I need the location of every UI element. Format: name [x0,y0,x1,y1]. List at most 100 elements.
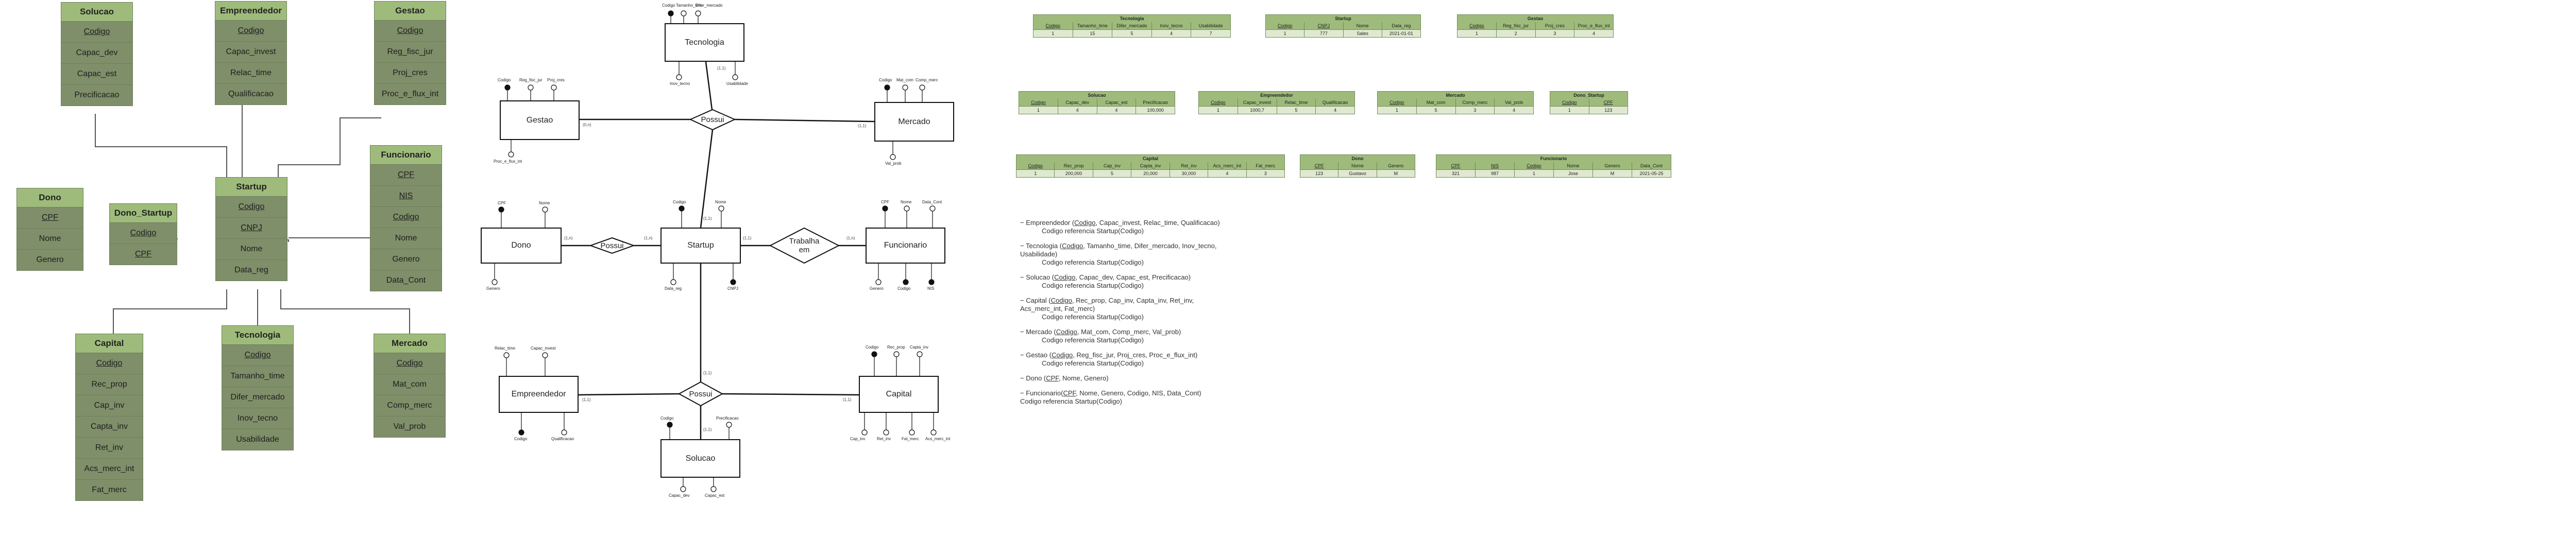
er-attribute-label: Nome [715,200,726,204]
table-field: Codigo [215,21,286,42]
er-attribute-label: Capac_dev [669,493,690,498]
table-field: Inov_tecno [222,408,293,429]
schema-note: − Capital (Codigo, Rec_prop, Cap_inv, Ca… [1020,297,1194,321]
table-cell: 15 [1073,30,1113,37]
column-header: Codigo [1033,22,1073,29]
table-field: Ret_inv [76,438,143,459]
er-attribute-label: Proc_e_flux_int [494,159,522,164]
table-cell: 1 [1550,107,1589,114]
table-cell: M [1593,170,1632,177]
table-field: Capta_inv [76,416,143,438]
table-cell: Gustavo [1338,170,1377,177]
table-cell: 1 [1266,30,1305,37]
sample-table-title: Tecnologia [1033,15,1230,22]
column-header: Codigo [1266,22,1305,29]
table-field: Capac_invest [215,42,286,63]
er-cardinality: (1,1) [703,427,712,432]
table-cell: 1 [1515,170,1554,177]
er-entity-empreendedor: Empreendedor [499,376,579,413]
table-title: Gestao [375,2,446,21]
column-header: Qualificacao [1322,100,1348,105]
table-cell: 2021-01-01 [1389,31,1413,36]
column-header: Capac_dev [1058,99,1097,106]
sample-table-title: Capital [1016,155,1284,162]
table-cell: Jose [1554,170,1593,177]
er-attribute-label: Codigo [673,200,686,204]
table-cell: 1 [1016,170,1055,177]
table-field: Capac_est [61,64,132,85]
column-header: Capta_inv [1131,162,1170,169]
er-attribute-label: Ret_inv [877,437,891,441]
table-title: Empreendedor [215,2,286,21]
er-attribute-label: Difer_mercado [696,3,723,8]
table-cell: 5 [1277,107,1316,114]
table-field: Mat_com [374,374,445,395]
er-attribute-label: Precificacao [716,416,739,421]
table-field: Genero [370,249,442,270]
table-field: Data_reg [234,266,268,274]
table-cell: 4 [1058,107,1097,114]
sample-table-title: Gestao [1458,15,1613,22]
er-relationship-trabalha-em: Trabalha em [789,237,820,254]
column-header: Codigo [1378,99,1417,106]
schema-note: − Mercado (Codigo, Mat_com, Comp_merc, V… [1020,328,1181,344]
er-attribute-label: Val_prob [885,161,902,166]
sample-table-title: Startup [1266,15,1420,22]
column-header: NIS [1476,162,1515,169]
table-field: Cap_inv [76,395,143,416]
column-header: Inov_tecno [1152,22,1192,29]
er-entity-funcionario: Funcionario [866,228,945,264]
column-header: Codigo [1199,99,1238,106]
table-field: Qualificacao [228,90,274,98]
schema-note: − Dono (CPF, Nome, Genero) [1020,374,1109,382]
table-mercado: Mercado Codigo Mat_com Comp_merc Val_pro… [374,334,446,438]
er-attribute-label: Codigo [879,78,892,82]
er-attribute-label: Rec_prop [887,345,905,350]
column-header: CPF [1300,162,1339,169]
er-cardinality: (1,1) [743,236,752,240]
table-title: Capital [76,334,143,353]
column-header: Relac_time [1277,99,1316,106]
er-attribute-label: Codigo [897,286,911,291]
table-title: Dono [17,188,83,207]
column-header: Nome [1344,22,1382,29]
table-field: Codigo [76,353,143,374]
er-attribute-label: Codigo [662,3,675,8]
er-entity-tecnologia: Tecnologia [665,23,744,62]
table-cell: 3 [1456,107,1495,114]
column-header: Ret_inv [1170,162,1209,169]
table-field: Codigo [370,207,442,228]
column-header: Capac_est [1097,99,1137,106]
table-capital: Capital Codigo Rec_prop Cap_inv Capta_in… [75,334,143,501]
table-cell: 5 [1112,30,1152,37]
column-header: Comp_merc [1456,99,1495,106]
er-cardinality: (1,n) [564,236,573,240]
column-header: Codigo [1515,162,1554,169]
column-header: CNPJ [1304,22,1344,29]
er-attribute-label: NIS [927,286,935,291]
table-cell: Sales [1344,30,1382,37]
er-attribute-label: Nome [901,200,912,204]
table-cell: 777 [1304,30,1344,37]
column-header: Genero [1388,163,1404,168]
er-attribute-label: CPF [881,200,889,204]
table-field: Nome [370,228,442,249]
table-field: Proc_e_flux_int [381,90,439,98]
er-attribute-label: Codigo [514,437,528,441]
schema-note: − Empreendedor (Codigo, Capac_invest, Re… [1020,219,1220,235]
column-header: Usabilidade [1198,23,1223,28]
er-entity-gestao: Gestao [500,100,580,140]
table-title: Startup [216,178,287,197]
table-field: Nome [17,229,83,250]
column-header: Precificacao [1143,100,1168,105]
schema-note: − Gestao (Codigo, Reg_fisc_jur, Proj_cre… [1020,351,1198,367]
table-cell: 4 [1334,108,1337,113]
table-cell: 7 [1209,31,1212,36]
table-field: Acs_merc_int [76,459,143,480]
er-attribute-label: Relac_time [495,346,516,351]
er-entity-solucao: Solucao [660,439,740,478]
column-header: Genero [1593,162,1632,169]
table-title: Tecnologia [222,326,293,345]
